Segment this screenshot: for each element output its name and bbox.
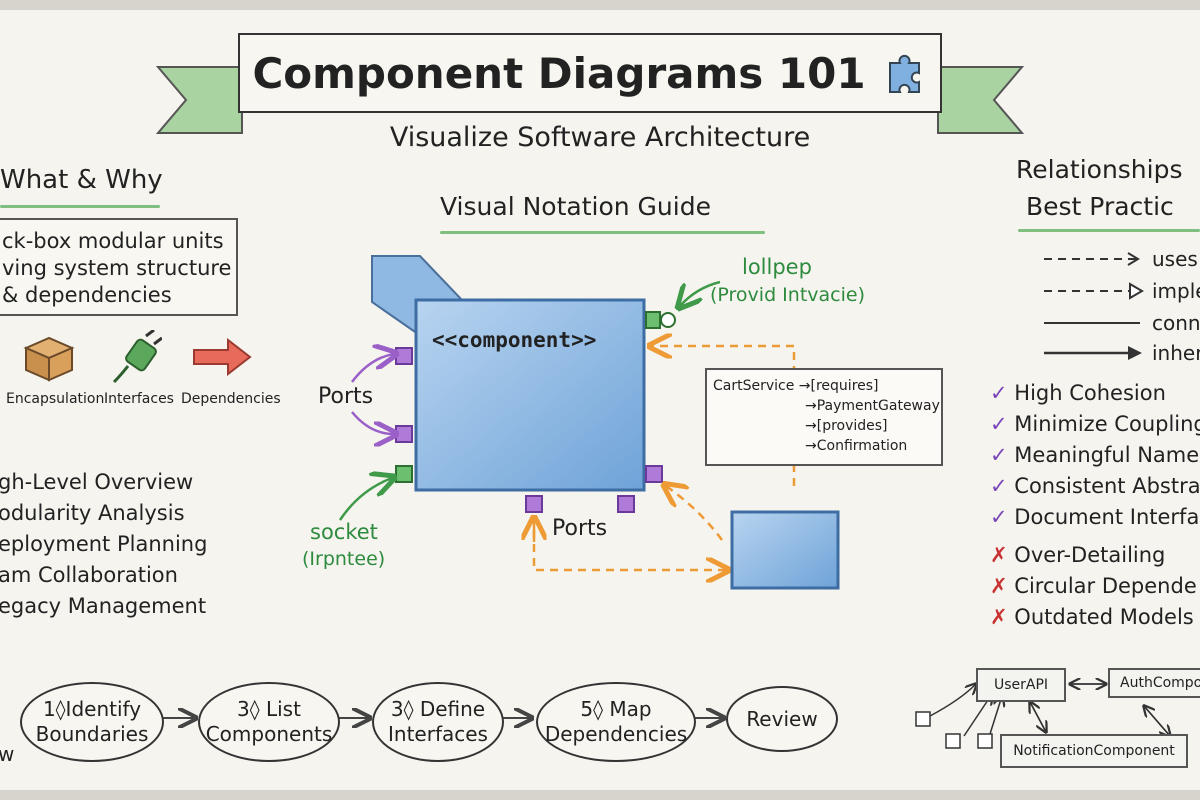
lollipop-sublabel: (Provid Intvacie): [710, 284, 865, 306]
benefits-list: gh-Level Overview odularity Analysis epl…: [0, 470, 207, 625]
code-line: CartService →[requires]: [713, 378, 879, 394]
what-why-title: What & Why: [0, 165, 163, 195]
right-title-underline: [1018, 229, 1200, 232]
good-practice-item: ✓ High Cohesion: [990, 381, 1166, 405]
code-note-box: CartService →[requires] →PaymentGateway …: [705, 368, 943, 466]
component-stereotype: <<component>>: [432, 328, 597, 352]
workflow-edge-label: w: [0, 742, 15, 766]
port-square: [395, 347, 413, 365]
notification-node: NotificationComponent: [1000, 734, 1188, 768]
code-line: →Confirmation: [805, 438, 908, 454]
lollipop-label: lollpep: [742, 255, 812, 279]
cross-icon: ✗: [990, 574, 1008, 598]
notation-guide-title: Visual Notation Guide: [440, 192, 711, 221]
benefit-item: am Collaboration: [0, 563, 178, 587]
definition-line: & dependencies: [2, 283, 172, 307]
arrow-right-icon: [193, 338, 252, 376]
port-arrow: [351, 411, 394, 434]
page-title: Component Diagrams 101: [238, 33, 942, 113]
banner-ribbon: [155, 66, 1025, 134]
workflow-arrows: [162, 680, 900, 770]
socket-port: [395, 465, 413, 483]
page-subtitle: Visualize Software Architecture: [389, 122, 811, 153]
benefit-item: eployment Planning: [0, 532, 208, 556]
port-square: [395, 425, 413, 443]
box-icon: [23, 336, 75, 382]
best-practices-title: Best Practic: [1026, 192, 1174, 221]
small-component-box: [730, 510, 840, 590]
code-line: →PaymentGateway: [805, 398, 940, 414]
benefit-item: odularity Analysis: [0, 501, 185, 525]
auth-node: AuthCompo: [1108, 668, 1200, 698]
relation-label: uses: [1152, 247, 1198, 271]
notation-guide-underline: [440, 231, 765, 234]
lollipop-port: [645, 311, 661, 329]
component-box: [414, 298, 646, 492]
good-practice-item: ✓ Document Interfa: [990, 505, 1200, 529]
ports-label-bottom: Ports: [552, 516, 608, 541]
socket-sublabel: (Irpntee): [302, 548, 386, 570]
best-practices-list: ✓ High Cohesion ✓ Minimize Coupling ✓ Me…: [990, 381, 1200, 636]
port-square: [525, 495, 543, 513]
encapsulation-label: Encapsulation: [6, 391, 105, 407]
relation-label: imple: [1152, 279, 1200, 303]
lollipop-arrow: [680, 280, 721, 306]
mini-diagram-lines: [915, 660, 1200, 749]
benefit-item: gh-Level Overview: [0, 470, 194, 494]
bad-practice-item: ✗ Outdated Models: [990, 605, 1194, 629]
port-square: [617, 495, 635, 513]
code-line: →[provides]: [805, 418, 888, 434]
bad-practice-item: ✗ Circular Depende: [990, 574, 1197, 598]
good-practice-item: ✓ Consistent Abstra: [990, 474, 1200, 498]
cross-icon: ✗: [990, 605, 1008, 629]
check-icon: ✓: [990, 381, 1008, 405]
interfaces-label: Interfaces: [104, 391, 174, 407]
relation-label: inher: [1152, 341, 1200, 365]
definition-line: ving system structure: [2, 256, 232, 280]
ports-label-left: Ports: [318, 384, 374, 409]
benefit-item: egacy Management: [0, 594, 207, 618]
port-arrow: [351, 354, 394, 383]
plug-icon: [112, 330, 162, 384]
check-icon: ✓: [990, 443, 1008, 467]
workflow-step-5: Review: [726, 686, 838, 752]
definition-line: ck-box modular units: [2, 229, 224, 253]
what-why-underline: [0, 205, 160, 208]
dependencies-label: Dependencies: [181, 391, 281, 407]
relationship-legend: [1044, 252, 1144, 360]
check-icon: ✓: [990, 412, 1008, 436]
relation-label: conn: [1152, 311, 1200, 335]
definition-box: ck-box modular units ving system structu…: [0, 218, 238, 316]
title-banner: Component Diagrams 101: [150, 25, 1030, 140]
good-practice-item: ✓ Minimize Coupling: [990, 412, 1200, 436]
puzzle-icon: [888, 54, 920, 93]
socket-arrow: [338, 478, 392, 521]
good-practice-item: ✓ Meaningful Name: [990, 443, 1200, 467]
socket-label: socket: [310, 520, 378, 544]
notation-diagram: [338, 255, 840, 590]
dependency-flow: [666, 486, 724, 541]
cross-icon: ✗: [990, 543, 1008, 567]
check-icon: ✓: [990, 474, 1008, 498]
port-square: [645, 465, 663, 483]
check-icon: ✓: [990, 505, 1008, 529]
relationships-title: Relationships: [1016, 155, 1183, 184]
lollipop-circle: [660, 312, 676, 328]
bad-practice-item: ✗ Over-Detailing: [990, 543, 1166, 567]
userapi-node: UserAPI: [976, 668, 1066, 702]
